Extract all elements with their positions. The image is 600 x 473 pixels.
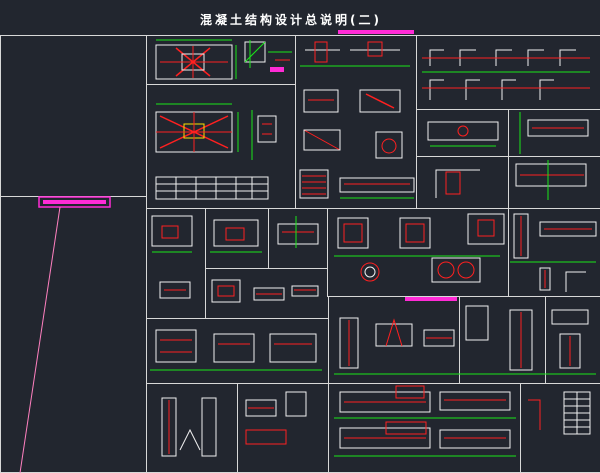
sheet-frame (0, 35, 600, 473)
panel-pipe-sleeve (334, 213, 505, 283)
title-underline-highlight (338, 30, 414, 34)
selection-marker (19, 67, 457, 473)
panel-right-column-details (510, 213, 597, 292)
drawing-title: 混凝土结构设计总说明(二) (200, 13, 382, 27)
panel-wall-opening (151, 215, 319, 303)
panel-frame-sections (150, 329, 322, 457)
panel-rebar-anchorage (422, 49, 590, 200)
panel-slab-opening-2 (155, 103, 277, 200)
panel-slab-opening-1 (155, 39, 292, 80)
panel-foundation-details (334, 305, 596, 375)
panel-beam-details (299, 41, 415, 199)
panel-beam-elevations (334, 385, 591, 457)
